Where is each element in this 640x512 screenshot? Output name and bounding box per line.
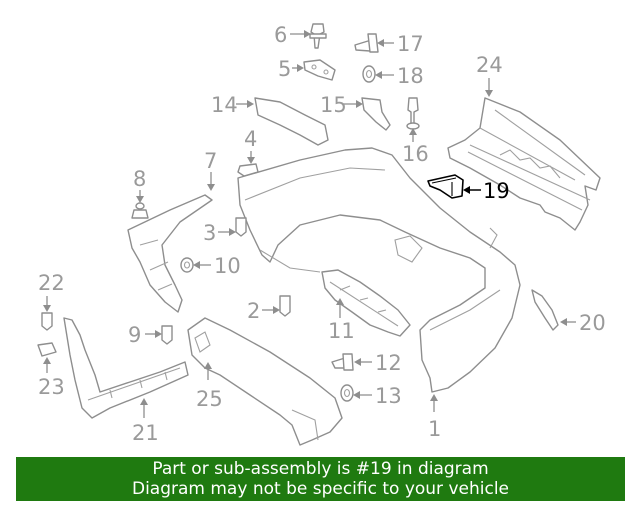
part-14-bracket [254, 97, 329, 146]
part-22-bolt [41, 312, 53, 331]
part-15-bracket [361, 97, 391, 131]
callout-2: 2 [247, 299, 260, 323]
callout-10: 10 [214, 254, 241, 278]
part-20-trim [531, 289, 559, 331]
part-25-impact-bar [187, 317, 343, 446]
callout-8: 8 [133, 167, 146, 191]
callout-17: 17 [397, 32, 424, 56]
part-5-clip [303, 59, 336, 81]
part-1-bumper-cover [237, 147, 521, 393]
part-21-side-bracket [63, 317, 189, 419]
part-8-nut [131, 202, 149, 219]
part-24-bumper-support [447, 97, 601, 231]
callout-14: 14 [211, 93, 238, 117]
part-10-grommet [180, 257, 194, 273]
callout-12: 12 [375, 351, 402, 375]
part-6-screw [309, 23, 327, 49]
part-13-washer [340, 384, 354, 402]
part-11-absorber [321, 269, 411, 337]
callout-24: 24 [476, 53, 503, 77]
callout-4: 4 [244, 127, 257, 151]
callout-13: 13 [375, 384, 402, 408]
callout-6: 6 [274, 23, 287, 47]
callout-19: 19 [483, 179, 510, 203]
part-9-bolt [161, 325, 173, 345]
banner-line-2: Diagram may not be specific to your vehi… [131, 479, 509, 499]
leader-lines [43, 30, 576, 418]
part-3-bolt [235, 217, 247, 237]
callout-25: 25 [196, 387, 223, 411]
banner-line-1: Part or sub-assembly is #19 in diagram [152, 459, 489, 479]
notice-banner: Part or sub-assembly is #19 in diagram D… [16, 457, 625, 501]
callout-3: 3 [203, 221, 216, 245]
part-19-bracket [427, 174, 464, 199]
part-4-cap [237, 163, 259, 177]
callout-16: 16 [402, 142, 429, 166]
parts-diagram: 6 5 17 18 24 14 15 16 4 7 8 19 3 10 22 2… [37, 23, 606, 446]
part-16-bolt [406, 97, 420, 130]
part-17-bolt [354, 33, 379, 53]
callout-1: 1 [428, 417, 441, 441]
callout-7: 7 [204, 149, 217, 173]
callout-23: 23 [38, 375, 65, 399]
callout-15: 15 [320, 93, 347, 117]
callout-22: 22 [38, 271, 65, 295]
callout-21: 21 [132, 421, 159, 445]
part-23-clip [37, 342, 57, 357]
callout-18: 18 [397, 64, 424, 88]
part-7-mount-bracket [127, 194, 213, 313]
callout-20: 20 [579, 311, 606, 335]
part-2-bolt [279, 295, 291, 317]
callout-5: 5 [278, 57, 291, 81]
part-12-bolt [331, 353, 354, 371]
callout-9: 9 [128, 323, 141, 347]
callout-11: 11 [328, 319, 355, 343]
part-18-washer [362, 65, 376, 83]
callout-labels: 6 5 17 18 24 14 15 16 4 7 8 19 3 10 22 2… [38, 23, 606, 445]
